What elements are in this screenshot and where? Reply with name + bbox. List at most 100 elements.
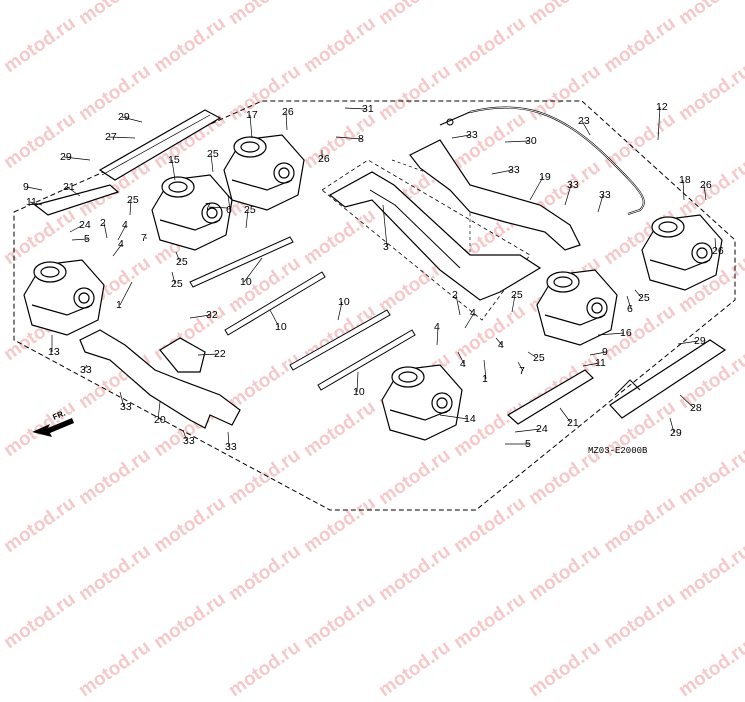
leader-line <box>66 186 81 197</box>
part-callout-25: 25 <box>127 194 139 206</box>
leader-line <box>83 364 88 371</box>
leader-line <box>157 401 161 421</box>
carburetor-body <box>536 269 618 346</box>
part-callout-7: 7 <box>519 365 525 377</box>
part-callout-10: 10 <box>275 321 287 333</box>
front-direction-label: FR. <box>51 409 66 422</box>
leader-line <box>669 417 675 434</box>
part-callout-14: 14 <box>464 413 476 425</box>
leader-line <box>703 184 707 201</box>
leader-line <box>335 136 363 140</box>
part-callout-33: 33 <box>183 435 195 447</box>
part-callout-8: 8 <box>358 133 364 145</box>
leader-line <box>249 114 253 139</box>
part-callout-33: 33 <box>120 401 132 413</box>
leader-line <box>285 111 288 131</box>
leader-line <box>210 153 214 173</box>
part-callout-2: 2 <box>100 217 106 229</box>
part-callout-3: 3 <box>383 241 389 253</box>
part-callout-4: 4 <box>460 358 466 370</box>
part-callout-6: 6 <box>226 204 232 216</box>
part-callout-22: 22 <box>214 348 226 360</box>
part-callout-26: 26 <box>700 179 712 191</box>
carburetor-body <box>151 174 233 251</box>
leader-line <box>597 332 625 336</box>
part-callout-25: 25 <box>171 278 183 290</box>
part-callout-1: 1 <box>116 299 122 311</box>
part-callout-33: 33 <box>225 441 237 453</box>
leader-line <box>517 361 524 372</box>
leader-line <box>227 431 230 448</box>
leader-line <box>597 194 604 213</box>
diagram-reference-code: MZ03-E2000B <box>588 446 648 456</box>
leader-line <box>527 351 538 359</box>
leader-line <box>112 243 123 257</box>
leader-line <box>344 107 367 110</box>
leader-line <box>245 209 249 229</box>
part-callout-13: 13 <box>48 346 60 358</box>
part-callout-27: 27 <box>105 131 117 143</box>
watermark-text: motod.ru <box>150 588 230 654</box>
watermark-text: motod.ru <box>75 636 155 702</box>
carburetor-body <box>381 364 463 441</box>
leader-line <box>243 257 263 283</box>
watermark-text: motod.ru <box>225 636 305 702</box>
assembly-boundary <box>13 100 736 511</box>
part-callout-33: 33 <box>599 189 611 201</box>
part-callout-10: 10 <box>353 386 365 398</box>
part-callout-17: 17 <box>246 109 258 121</box>
part-callout-11: 11 <box>26 196 37 208</box>
part-callout-15: 15 <box>168 154 180 166</box>
part-callout-2: 2 <box>452 289 458 301</box>
leader-line <box>121 116 143 123</box>
part-callout-21: 21 <box>567 417 579 429</box>
watermark-text: motod.ru <box>0 636 5 702</box>
part-callout-20: 20 <box>154 414 166 426</box>
leader-line <box>714 237 717 252</box>
leader-line <box>491 169 513 175</box>
shafts <box>189 236 416 391</box>
leader-line <box>457 351 465 365</box>
cable-bracket <box>409 139 581 251</box>
leader-line <box>564 184 572 206</box>
part-callout-25: 25 <box>244 204 256 216</box>
leader-line <box>189 314 211 319</box>
left-stay-plate <box>79 329 241 429</box>
part-callout-32: 32 <box>206 309 218 321</box>
part-callout-5: 5 <box>525 438 531 450</box>
leader-line <box>483 359 487 380</box>
leader-line <box>582 362 600 367</box>
leader-line <box>182 429 188 442</box>
part-callout-24: 24 <box>536 423 548 435</box>
part-callout-4: 4 <box>434 321 440 333</box>
leader-line <box>119 281 133 306</box>
leader-line <box>589 351 607 356</box>
leader-line <box>495 337 503 346</box>
leader-line <box>356 371 359 393</box>
part-callout-9: 9 <box>23 181 29 193</box>
part-callout-29: 29 <box>60 151 72 163</box>
leader-line <box>504 140 530 143</box>
part-callout-25: 25 <box>207 148 219 160</box>
watermark-text: motod.ru <box>525 636 605 702</box>
leader-line <box>208 206 229 209</box>
leader-line <box>511 294 516 313</box>
part-callout-33: 33 <box>567 179 579 191</box>
part-callout-25: 25 <box>533 352 545 364</box>
part-callout-6: 6 <box>627 303 633 315</box>
leader-line <box>439 414 469 420</box>
leader-line <box>197 353 219 356</box>
watermark-text: motod.ru <box>0 588 80 654</box>
leader-line <box>464 312 475 329</box>
leader-line <box>108 136 136 139</box>
leader-line <box>26 186 43 191</box>
cover-28 <box>609 339 727 419</box>
part-callout-29: 29 <box>118 111 130 123</box>
part-callout-30: 30 <box>525 135 537 147</box>
part-callout-26: 26 <box>318 153 330 165</box>
part-callout-7: 7 <box>205 201 211 213</box>
part-callout-5: 5 <box>84 233 90 245</box>
leader-lines <box>26 106 717 448</box>
